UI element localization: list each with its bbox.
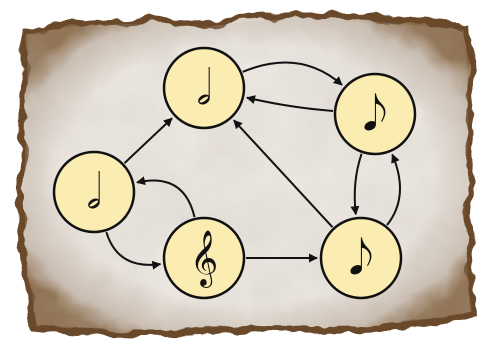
node-circle xyxy=(319,216,403,300)
node-n3: 𝅘𝅥𝅮 xyxy=(333,72,417,156)
node-n4: 𝄞 xyxy=(162,216,246,300)
quarter-note-flag-left-icon: 𝅗𝅥 xyxy=(86,164,101,220)
half-note-icon: 𝅗𝅥 xyxy=(196,60,211,116)
edge-n2-to-n3 xyxy=(242,61,343,86)
nodes-layer: 𝅗𝅥 𝅗𝅥 𝅘𝅥𝅮 𝄞 𝅘𝅥𝅮 xyxy=(52,46,417,300)
edge-n5-to-n2 xyxy=(233,119,334,228)
node-circle xyxy=(52,150,136,234)
node-n1: 𝅗𝅥 xyxy=(52,150,136,234)
edge-n3-to-n5 xyxy=(350,153,363,216)
node-circle xyxy=(333,72,417,156)
edge-n1-to-n2 xyxy=(123,117,173,164)
eighth-note-icon: 𝅘𝅥𝅮 xyxy=(363,86,388,142)
node-n5: 𝅘𝅥𝅮 xyxy=(319,216,403,300)
edge-n1-to-n4 xyxy=(105,231,162,270)
edge-n5-to-n3 xyxy=(386,153,401,226)
edge-n3-to-n2 xyxy=(246,95,334,112)
beamed-notes-icon: 𝅘𝅥𝅮 xyxy=(349,230,374,286)
node-circle xyxy=(162,46,246,130)
treble-clef-icon: 𝄞 xyxy=(190,230,218,288)
edges-layer xyxy=(105,61,401,270)
node-n2: 𝅗𝅥 xyxy=(162,46,246,130)
edge-n4-to-n1 xyxy=(136,176,196,218)
node-circle xyxy=(162,216,246,300)
